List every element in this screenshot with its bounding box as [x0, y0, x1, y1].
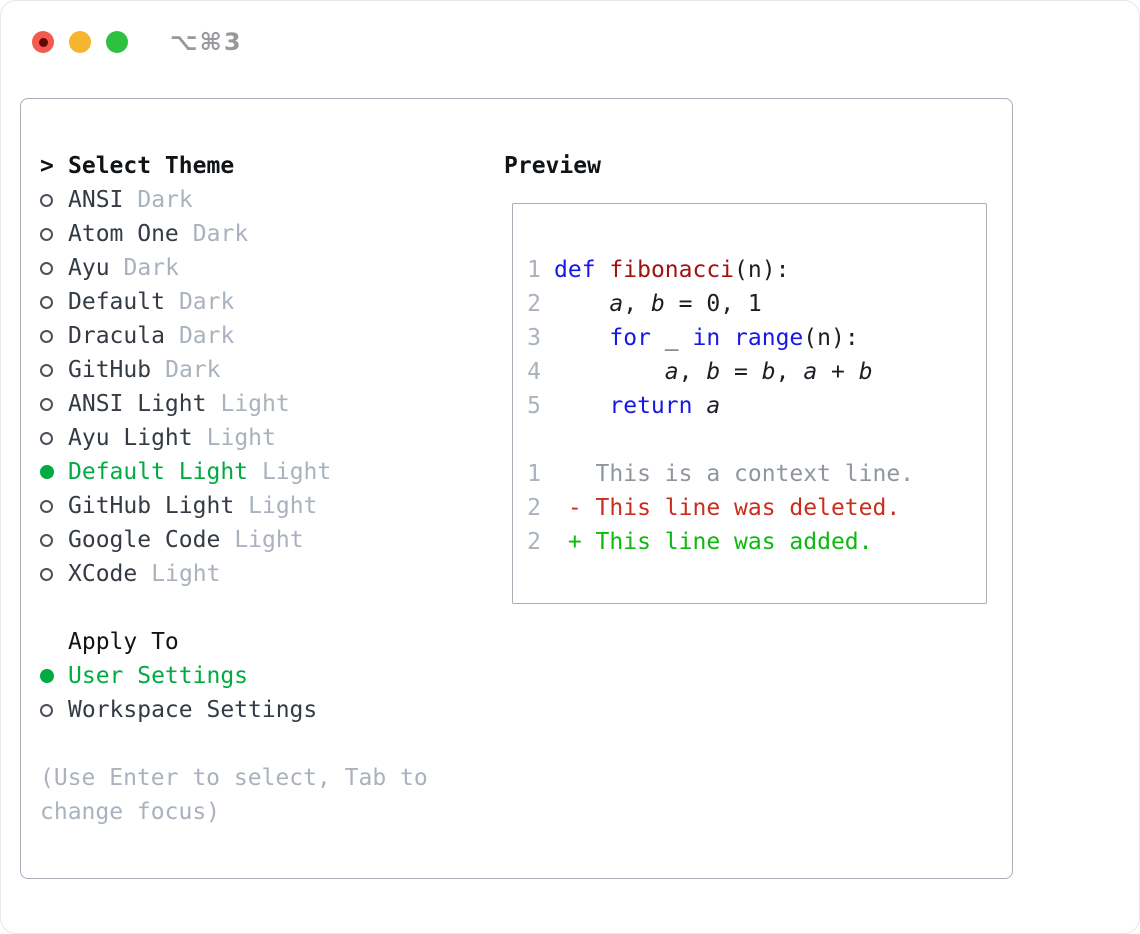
- code-text: for _ in range(n):: [609, 325, 859, 351]
- radio-icon: [40, 363, 53, 377]
- theme-item[interactable]: Default Dark: [40, 285, 428, 319]
- minimize-button[interactable]: [69, 31, 91, 53]
- theme-item[interactable]: Dracula Dark: [40, 319, 428, 353]
- theme-variant: Light: [262, 459, 332, 485]
- hint-line: (Use Enter to select, Tab to: [40, 765, 428, 791]
- theme-variant: Light: [151, 561, 221, 587]
- apply-option-label: Workspace Settings: [68, 697, 318, 723]
- theme-name: GitHub: [68, 357, 152, 383]
- spacer: [527, 423, 986, 457]
- code-line: 3 for _ in range(n):: [527, 321, 986, 355]
- theme-item[interactable]: ANSI Dark: [40, 183, 428, 217]
- theme-name: ANSI Light: [68, 391, 207, 417]
- theme-variant: Dark: [137, 187, 193, 213]
- spacer: [40, 727, 428, 761]
- line-number: 1: [527, 257, 541, 283]
- theme-variant: Light: [220, 391, 290, 417]
- radio-icon: [40, 193, 53, 207]
- theme-item-selected[interactable]: Default Light Light: [40, 455, 428, 489]
- theme-item[interactable]: ANSI Light Light: [40, 387, 428, 421]
- radio-icon: [40, 499, 53, 513]
- radio-selected-icon: [40, 465, 54, 479]
- theme-variant: Dark: [178, 289, 235, 315]
- radio-icon: [40, 703, 53, 717]
- theme-item[interactable]: XCode Light: [40, 557, 428, 591]
- theme-name: Dracula: [68, 323, 165, 349]
- code-line: 4 a, b = b, a + b: [527, 355, 986, 389]
- code-text: return a: [609, 393, 721, 419]
- line-number: 1: [527, 461, 541, 487]
- theme-name: GitHub Light: [68, 493, 235, 519]
- theme-item[interactable]: GitHub Light Light: [40, 489, 428, 523]
- theme-name: Default: [68, 289, 165, 315]
- apply-option-workspace-settings[interactable]: Workspace Settings: [40, 693, 428, 727]
- apply-to-title: Apply To: [68, 629, 179, 655]
- diff-line-context: 1 This is a context line.: [527, 457, 986, 491]
- theme-name: Ayu Light: [68, 425, 193, 451]
- spacer: [40, 591, 428, 625]
- line-number: 5: [527, 393, 541, 419]
- line-number: 4: [527, 359, 541, 385]
- code-line: 1 def fibonacci(n):: [527, 253, 986, 287]
- theme-variant: Dark: [192, 221, 249, 247]
- main-panel: > Select Theme ANSI Dark Atom One Dark A…: [20, 98, 1013, 879]
- theme-column: > Select Theme ANSI Dark Atom One Dark A…: [40, 149, 428, 829]
- theme-variant: Dark: [123, 255, 179, 281]
- radio-icon: [40, 227, 53, 241]
- code-text: a, b = 0, 1: [609, 291, 762, 317]
- diff-text: - This line was deleted.: [554, 495, 901, 521]
- theme-variant: Dark: [165, 357, 221, 383]
- theme-item[interactable]: Google Code Light: [40, 523, 428, 557]
- theme-item[interactable]: Atom One Dark: [40, 217, 428, 251]
- titlebar: ⌥⌘3: [32, 28, 243, 56]
- close-button[interactable]: [32, 31, 54, 53]
- radio-icon: [40, 533, 53, 547]
- radio-icon: [40, 295, 53, 309]
- theme-variant: Light: [248, 493, 318, 519]
- radio-icon: [40, 397, 53, 411]
- radio-selected-icon: [40, 669, 54, 683]
- maximize-button[interactable]: [106, 31, 128, 53]
- theme-item[interactable]: Ayu Dark: [40, 251, 428, 285]
- code-line: 5 return a: [527, 389, 986, 423]
- code-line: 2 a, b = 0, 1: [527, 287, 986, 321]
- radio-icon: [40, 431, 53, 445]
- line-number: 2: [527, 495, 541, 521]
- theme-name: ANSI: [68, 187, 124, 213]
- line-number: 3: [527, 325, 541, 351]
- diff-line-added: 2 + This line was added.: [527, 525, 986, 559]
- diff-line-deleted: 2 - This line was deleted.: [527, 491, 986, 525]
- theme-name: Default Light: [68, 459, 249, 485]
- radio-icon: [40, 261, 53, 275]
- theme-item[interactable]: GitHub Dark: [40, 353, 428, 387]
- apply-to-header: Apply To: [40, 625, 428, 659]
- apply-option-user-settings[interactable]: User Settings: [40, 659, 428, 693]
- preview-box: 1 def fibonacci(n): 2 a, b = 0, 1 3 for …: [512, 203, 987, 604]
- line-number: 2: [527, 529, 541, 555]
- diff-text: + This line was added.: [554, 529, 873, 555]
- record-dot-icon: [38, 37, 48, 47]
- theme-variant: Light: [206, 425, 276, 451]
- theme-item[interactable]: Ayu Light Light: [40, 421, 428, 455]
- theme-name: Ayu: [68, 255, 110, 281]
- apply-option-label: User Settings: [68, 663, 249, 689]
- select-theme-header: > Select Theme: [40, 149, 428, 183]
- theme-variant: Dark: [178, 323, 235, 349]
- line-number: 2: [527, 291, 541, 317]
- code-text: def fibonacci(n):: [554, 257, 790, 283]
- hint-line: change focus): [40, 799, 221, 825]
- theme-variant: Light: [234, 527, 304, 553]
- code-text: a, b = b, a + b: [664, 359, 873, 385]
- radio-icon: [40, 329, 53, 343]
- diff-text: This is a context line.: [554, 461, 915, 487]
- select-theme-title: Select Theme: [68, 153, 235, 179]
- radio-icon: [40, 567, 53, 581]
- selection-arrow-icon: >: [40, 153, 54, 179]
- theme-name: Google Code: [68, 527, 221, 553]
- theme-name: Atom One: [68, 221, 179, 247]
- theme-name: XCode: [68, 561, 138, 587]
- preview-title: Preview: [504, 153, 601, 179]
- window-shortcut-label: ⌥⌘3: [170, 28, 243, 56]
